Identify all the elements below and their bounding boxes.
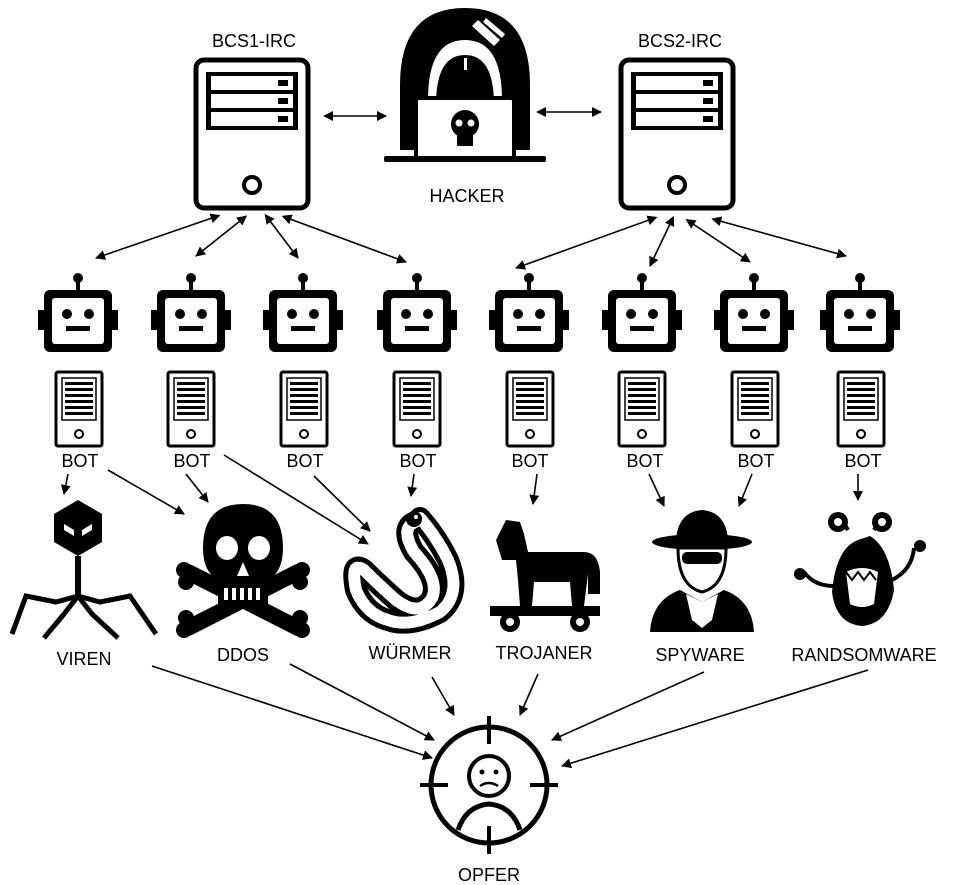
virus-icon: VIREN [9, 500, 159, 669]
bot-label: BOT [511, 451, 548, 471]
bot-2: BOT [151, 273, 231, 471]
threat-label: SPYWARE [655, 645, 744, 665]
bot-label: BOT [61, 451, 98, 471]
bot-label: BOT [844, 451, 881, 471]
bot-6: BOT [602, 273, 682, 471]
trojan-horse-icon: TROJANER [490, 520, 600, 663]
bot-label: BOT [173, 451, 210, 471]
threat-victim-links [151, 663, 869, 769]
bot-label: BOT [737, 451, 774, 471]
bot-label: BOT [286, 451, 323, 471]
bot-3: BOT [263, 273, 343, 471]
bot-5: BOT [489, 273, 569, 471]
bot-row: BOT BOT BOT BOT BOT BOT BOT BOT [38, 273, 900, 471]
bot-label: BOT [399, 451, 436, 471]
server-bcs2: BCS2-IRC [621, 31, 733, 208]
victim-label: OPFER [458, 865, 520, 885]
bot-4: BOT [377, 273, 457, 471]
server-label: BCS1-IRC [212, 31, 296, 51]
hacker-server-links [323, 107, 602, 121]
threat-label: VIREN [56, 649, 111, 669]
threat-label: RANDSOMWARE [791, 645, 936, 665]
server-label: BCS2-IRC [638, 31, 722, 51]
hacker-icon: HACKER [384, 8, 546, 206]
bot-threat-links [60, 454, 863, 545]
hacker-label: HACKER [429, 186, 504, 206]
bot-label: BOT [626, 451, 663, 471]
spy-icon: SPYWARE [650, 510, 754, 665]
server-bcs1: BCS1-IRC [196, 31, 308, 208]
bot-7: BOT [714, 273, 794, 471]
skull-crossbones-icon: DDOS [176, 504, 310, 665]
server-bot-links [95, 213, 847, 270]
bot-1: BOT [38, 273, 118, 471]
sad-target-icon: OPFER [420, 716, 558, 885]
threat-label: TROJANER [495, 643, 592, 663]
monster-icon: RANDSOMWARE [791, 512, 937, 665]
threat-label: DDOS [217, 645, 269, 665]
bot-8: BOT [820, 273, 900, 471]
worm-icon: WÜRMER [343, 507, 465, 663]
threat-label: WÜRMER [369, 643, 452, 663]
